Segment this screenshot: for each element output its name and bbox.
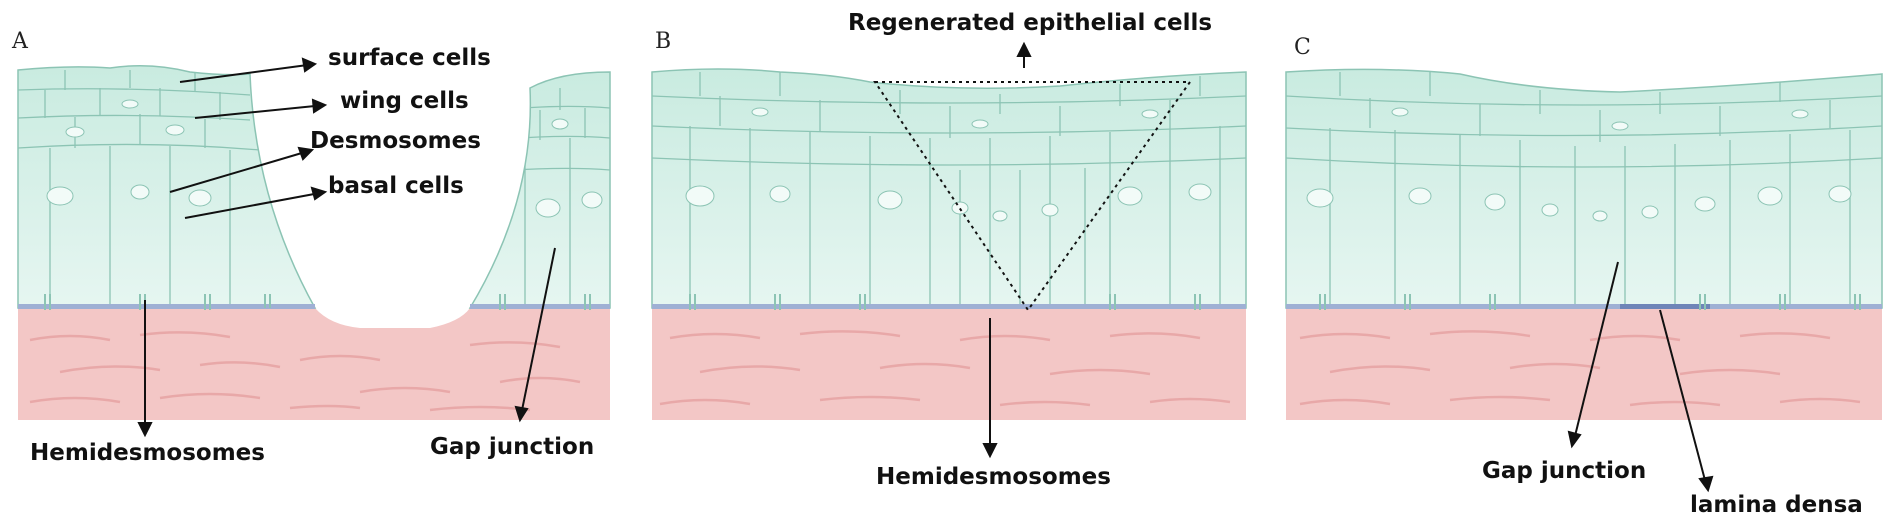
panel-a-right-nuclei	[535, 118, 603, 218]
panel-a-right-epithelium	[468, 71, 611, 309]
label-hemidesmosomes-b: Hemidesmosomes	[876, 464, 1111, 490]
label-wing-cells: wing cells	[340, 88, 469, 114]
panel-a-leader-lines	[137, 57, 556, 438]
label-hemidesmosomes-a: Hemidesmosomes	[30, 440, 265, 466]
label-gap-junction-c: Gap junction	[1482, 458, 1646, 484]
panel-b-leader-lines	[982, 41, 1032, 459]
label-regenerated-epithelial-cells: Regenerated epithelial cells	[848, 10, 1212, 36]
panel-b-cell-borders	[652, 72, 1246, 308]
panel-a-left-epithelium	[17, 65, 317, 309]
panel-a-letter: A	[11, 29, 29, 54]
panel-c-lamina-densa-segment	[1620, 304, 1710, 309]
label-lamina-densa: lamina densa	[1690, 492, 1863, 518]
panel-a-hemidesmosome-marks	[44, 294, 591, 310]
panel-b-nuclei	[685, 107, 1212, 222]
panel-a-basement-membrane-left	[18, 304, 315, 309]
label-desmosomes: Desmosomes	[310, 128, 481, 154]
panel-c-hemidesmosome-marks	[1319, 294, 1861, 310]
panel-c: C	[1285, 35, 1883, 518]
panel-b-epithelium	[651, 68, 1247, 309]
panel-c-cell-borders	[1286, 72, 1882, 308]
label-surface-cells: surface cells	[328, 45, 491, 71]
panel-b-stroma-fibers	[659, 330, 1231, 407]
label-basal-cells: basal cells	[328, 173, 464, 199]
panel-b-letter: B	[655, 29, 671, 54]
panel-c-epithelium	[1285, 68, 1883, 309]
panel-a: A	[11, 29, 611, 466]
panel-b-hemidesmosome-marks	[689, 294, 1201, 310]
panel-b: B	[651, 10, 1247, 490]
panel-a-left-nuclei	[46, 99, 212, 207]
panel-a-stroma	[18, 308, 610, 420]
label-gap-junction-a: Gap junction	[430, 434, 594, 460]
panel-c-letter: C	[1294, 35, 1311, 60]
panel-a-stroma-fibers	[29, 331, 581, 412]
panel-a-basement-membrane-right	[470, 304, 610, 309]
panel-c-nuclei	[1306, 107, 1852, 222]
panel-b-basement-membrane	[652, 304, 1246, 309]
panel-c-basement-membrane	[1286, 304, 1882, 309]
panel-c-leader-lines	[1567, 261, 1714, 493]
